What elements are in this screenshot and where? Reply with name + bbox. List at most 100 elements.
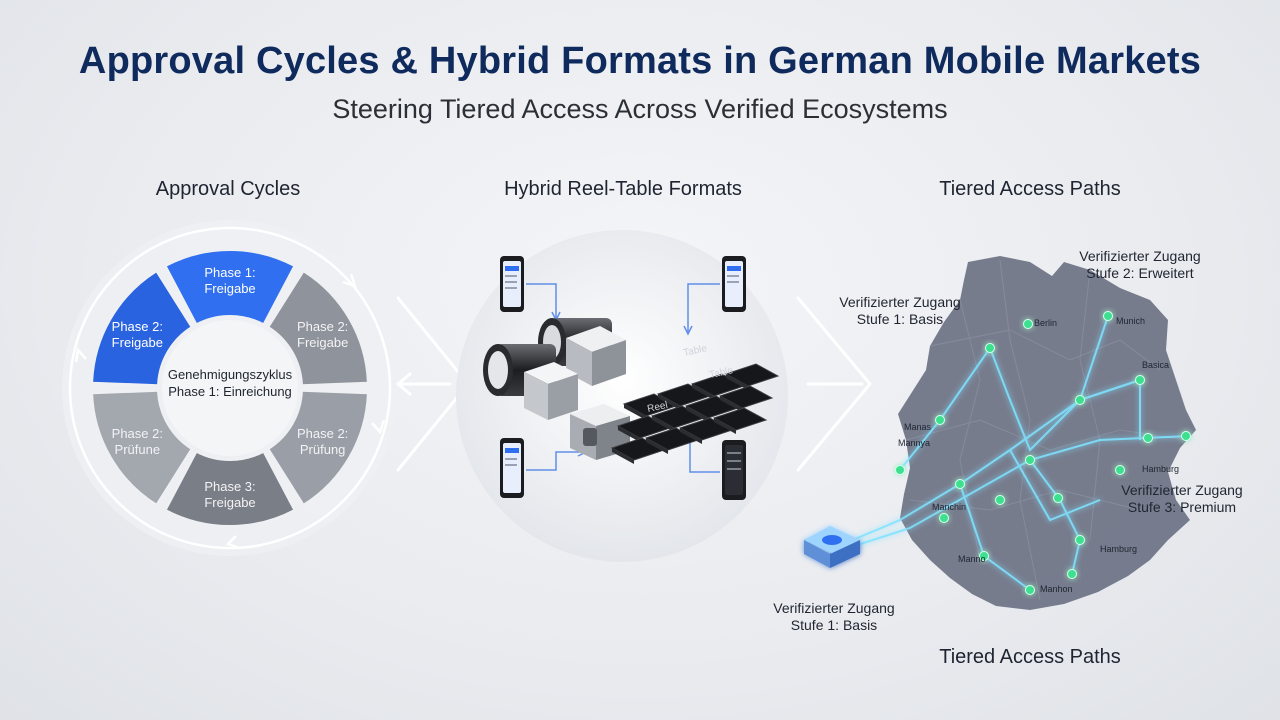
table-tile-side bbox=[726, 374, 748, 390]
ring-arrow-icon bbox=[225, 535, 241, 550]
chevron-right-icon bbox=[796, 296, 872, 472]
map-node-icon bbox=[1181, 431, 1191, 441]
callout-tier1-top: Verifizierter Zugang Stufe 1: Basis bbox=[820, 294, 980, 328]
cycle-outer-ring bbox=[68, 226, 392, 550]
section-title-tiered: Tiered Access Paths bbox=[939, 178, 1121, 200]
segment-line2: Prüfung bbox=[299, 441, 346, 457]
cycle-center-line2: Phase 1: Einreichung bbox=[168, 384, 292, 399]
cycle-center-line1: Genehmigungszyklus bbox=[167, 367, 293, 382]
page-title: Approval Cycles & Hybrid Formats in Germ… bbox=[78, 40, 1202, 82]
hybrid-disc bbox=[456, 230, 788, 562]
cycle-segment bbox=[266, 269, 369, 387]
tile-label: Reel bbox=[646, 400, 668, 415]
arrow-left-icon bbox=[396, 372, 412, 396]
callout-tier2: Verifizierter Zugang Stufe 2: Erweitert bbox=[1060, 248, 1220, 282]
map-node-icon bbox=[1075, 395, 1085, 405]
map-node-icon bbox=[895, 465, 905, 475]
map-nodes bbox=[895, 311, 1191, 595]
cycle-segment bbox=[164, 249, 296, 326]
cycle-segment-label: Phase 2:Prüfung bbox=[273, 426, 373, 458]
segment-line2: Freigabe bbox=[204, 281, 256, 296]
section-title-approval: Approval Cycles bbox=[155, 178, 301, 200]
segment-line2: Prüfune bbox=[114, 441, 161, 457]
city-label: Hamburg bbox=[1100, 544, 1137, 554]
table-tiles bbox=[610, 363, 780, 464]
table-tile-side bbox=[618, 426, 640, 442]
cycle-segment-label: Phase 2:Prüfune bbox=[87, 426, 187, 458]
segment-line2: Freigabe bbox=[297, 334, 349, 350]
map-node-icon bbox=[1053, 493, 1063, 503]
city-label: Manas bbox=[904, 422, 932, 432]
table-tile bbox=[712, 407, 768, 431]
table-tile-side bbox=[652, 416, 674, 432]
table-tile bbox=[718, 385, 774, 409]
page-subtitle: Steering Tiered Access Across Verified E… bbox=[332, 94, 948, 124]
tile-label: Table bbox=[682, 343, 708, 359]
table-tile-side bbox=[686, 406, 708, 422]
map-node-icon bbox=[985, 343, 995, 353]
cycle-segment bbox=[91, 269, 194, 387]
table-tile-side bbox=[646, 438, 668, 454]
callout-line1: Verifizierter Zugang bbox=[773, 600, 895, 616]
city-label: Hamburg bbox=[1142, 464, 1179, 474]
tile-label: Table bbox=[708, 365, 734, 381]
cycle-segment-label: Phase 1:Freigabe bbox=[180, 265, 280, 297]
ring-arrow-icon bbox=[74, 347, 87, 363]
city-label: Munich bbox=[1116, 316, 1145, 326]
cycle-center bbox=[162, 320, 298, 456]
city-label: Manchin bbox=[932, 502, 966, 512]
city-label: Manno bbox=[958, 554, 986, 564]
table-tile-side bbox=[680, 428, 702, 444]
map-node-icon bbox=[995, 495, 1005, 505]
segment-line1: Phase 2: bbox=[296, 425, 349, 441]
map-node-icon bbox=[1103, 311, 1113, 321]
section-title-tiered-bottom: Tiered Access Paths bbox=[939, 646, 1121, 668]
city-label: Berlin bbox=[1034, 318, 1057, 328]
callout-tier1-bottom: Verifizierter Zugang Stufe 1: Basis bbox=[754, 600, 914, 634]
cycle-center-label: Genehmigungszyklus Phase 1: Einreichung bbox=[150, 366, 310, 400]
segment-line1: Phase 2: bbox=[111, 318, 163, 334]
segment-line1: Phase 2: bbox=[296, 318, 349, 334]
callout-tier3: Verifizierter Zugang Stufe 3: Premium bbox=[1102, 482, 1262, 516]
map-node-icon bbox=[1143, 433, 1153, 443]
segment-line1: Phase 1: bbox=[204, 265, 256, 280]
map-node-icon bbox=[1115, 465, 1125, 475]
table-tile bbox=[724, 363, 780, 387]
callout-line1: Verifizierter Zugang bbox=[839, 294, 961, 310]
map-node-icon bbox=[1135, 375, 1145, 385]
table-tile-side bbox=[624, 404, 646, 420]
approval-cycle: Genehmigungszyklus Phase 1: Einreichung bbox=[62, 220, 398, 556]
callout-line1: Verifizierter Zugang bbox=[1121, 482, 1243, 498]
cycle-segment bbox=[266, 389, 369, 507]
phone-icon bbox=[722, 256, 746, 312]
map-node-icon bbox=[1025, 585, 1035, 595]
cycle-segment-label: Phase 3:Freigabe bbox=[180, 479, 280, 511]
segment-line2: Freigabe bbox=[111, 334, 163, 350]
cycle-segment bbox=[164, 450, 296, 527]
cycle-segment bbox=[91, 389, 194, 507]
ring-arrow-icon bbox=[371, 419, 386, 435]
format-cubes bbox=[524, 326, 630, 460]
callout-line2: Stufe 1: Basis bbox=[856, 311, 944, 327]
cycle-segment-label: Phase 2:Freigabe bbox=[87, 319, 187, 351]
cycle-segment-label: Phase 2:Freigabe bbox=[273, 319, 373, 351]
city-label: Basica bbox=[1142, 360, 1169, 370]
map-node-icon bbox=[1025, 455, 1035, 465]
city-label: Mannya bbox=[898, 438, 930, 448]
callout-line1: Verifizierter Zugang bbox=[1079, 248, 1201, 264]
map-node-icon bbox=[1075, 535, 1085, 545]
phone-icon bbox=[500, 256, 524, 312]
map-node-icon bbox=[939, 513, 949, 523]
callout-line2: Stufe 1: Basis bbox=[790, 617, 878, 633]
table-tile-side bbox=[714, 418, 736, 434]
city-label: Manhon bbox=[1040, 584, 1073, 594]
map-node-icon bbox=[955, 479, 965, 489]
table-tile-side bbox=[612, 448, 634, 464]
map-node-icon bbox=[1067, 569, 1077, 579]
table-tile-side bbox=[692, 384, 714, 400]
region-borders bbox=[905, 259, 1187, 601]
segment-line1: Phase 2: bbox=[111, 425, 163, 441]
ring-arrow-icon bbox=[342, 273, 357, 288]
